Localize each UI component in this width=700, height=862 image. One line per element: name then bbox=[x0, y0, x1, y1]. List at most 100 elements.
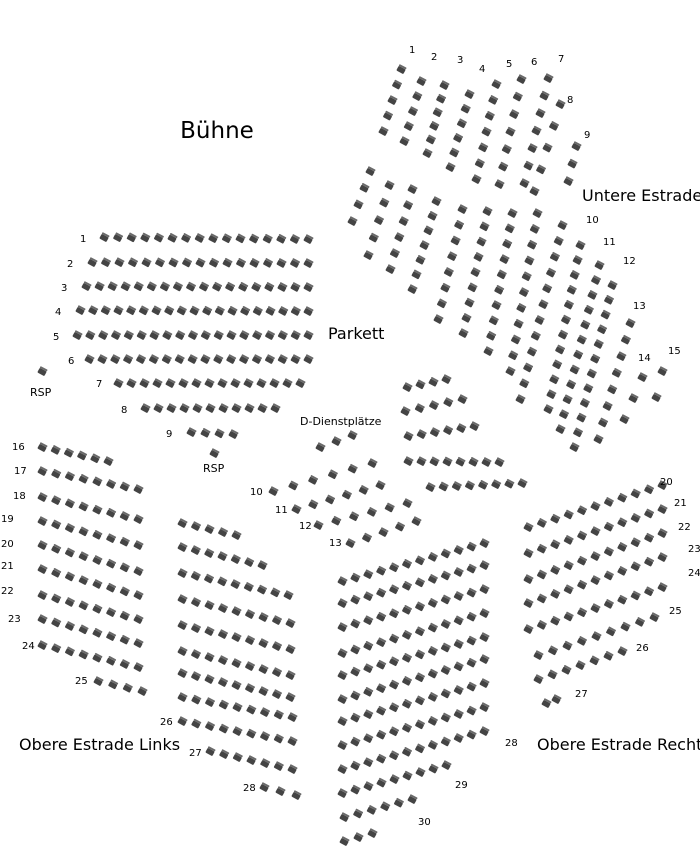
seat[interactable] bbox=[230, 378, 241, 389]
seat[interactable] bbox=[401, 558, 413, 569]
seat[interactable] bbox=[119, 586, 130, 597]
seat[interactable] bbox=[137, 686, 148, 697]
seat[interactable] bbox=[268, 486, 279, 497]
seat[interactable] bbox=[394, 232, 405, 243]
seat[interactable] bbox=[453, 684, 464, 696]
seat[interactable] bbox=[122, 354, 134, 365]
seat[interactable] bbox=[248, 233, 260, 244]
seat[interactable] bbox=[138, 305, 149, 316]
seat[interactable] bbox=[230, 579, 241, 590]
seat[interactable] bbox=[303, 354, 314, 365]
seat[interactable] bbox=[466, 635, 477, 646]
seat[interactable] bbox=[523, 598, 534, 609]
seat[interactable] bbox=[127, 257, 139, 268]
seat[interactable] bbox=[451, 480, 462, 492]
seat[interactable] bbox=[277, 305, 289, 317]
seat[interactable] bbox=[133, 540, 144, 551]
seat[interactable] bbox=[203, 573, 215, 584]
seat[interactable] bbox=[443, 397, 454, 408]
seat[interactable] bbox=[545, 267, 557, 278]
seat[interactable] bbox=[442, 425, 454, 436]
seat[interactable] bbox=[363, 250, 374, 261]
seat[interactable] bbox=[603, 496, 615, 507]
seat[interactable] bbox=[589, 353, 601, 364]
seat[interactable] bbox=[287, 712, 298, 723]
seat[interactable] bbox=[190, 570, 201, 581]
seat[interactable] bbox=[165, 378, 176, 389]
seat[interactable] bbox=[168, 257, 179, 268]
seat[interactable] bbox=[172, 281, 184, 292]
seat[interactable] bbox=[590, 575, 601, 586]
seat[interactable] bbox=[50, 643, 62, 654]
seat[interactable] bbox=[607, 280, 618, 291]
seat[interactable] bbox=[378, 527, 389, 538]
seat[interactable] bbox=[504, 478, 515, 489]
seat[interactable] bbox=[508, 109, 520, 120]
seat[interactable] bbox=[191, 718, 202, 729]
seat[interactable] bbox=[425, 134, 437, 145]
seat[interactable] bbox=[388, 633, 400, 644]
seat[interactable] bbox=[536, 593, 548, 604]
seat[interactable] bbox=[416, 456, 427, 467]
seat[interactable] bbox=[259, 782, 270, 793]
seat[interactable] bbox=[290, 330, 301, 341]
seat[interactable] bbox=[64, 620, 76, 632]
seat[interactable] bbox=[643, 586, 655, 597]
seat[interactable] bbox=[251, 354, 263, 365]
seat[interactable] bbox=[105, 655, 117, 666]
seat[interactable] bbox=[504, 223, 515, 234]
seat[interactable] bbox=[218, 723, 229, 734]
seat[interactable] bbox=[327, 469, 339, 480]
seat[interactable] bbox=[449, 147, 460, 158]
seat[interactable] bbox=[37, 442, 48, 453]
seat[interactable] bbox=[244, 635, 256, 646]
seat[interactable] bbox=[174, 354, 185, 365]
seat[interactable] bbox=[466, 541, 477, 552]
seat[interactable] bbox=[586, 368, 597, 379]
seat[interactable] bbox=[303, 330, 314, 341]
seat[interactable] bbox=[303, 282, 314, 293]
seat[interactable] bbox=[246, 728, 257, 739]
seat[interactable] bbox=[348, 511, 360, 522]
seat[interactable] bbox=[594, 260, 605, 271]
seat[interactable] bbox=[558, 409, 570, 420]
seat[interactable] bbox=[350, 666, 361, 677]
seat[interactable] bbox=[634, 616, 646, 627]
seat[interactable] bbox=[427, 668, 439, 679]
seat[interactable] bbox=[603, 570, 615, 581]
seat[interactable] bbox=[569, 442, 580, 453]
seat[interactable] bbox=[513, 318, 524, 329]
seat[interactable] bbox=[37, 516, 48, 527]
seat[interactable] bbox=[87, 257, 98, 268]
seat[interactable] bbox=[110, 330, 122, 341]
seat[interactable] bbox=[547, 669, 558, 680]
seat[interactable] bbox=[105, 478, 117, 490]
seat[interactable] bbox=[493, 284, 505, 295]
seat[interactable] bbox=[563, 611, 574, 622]
seat[interactable] bbox=[407, 284, 418, 295]
seat[interactable] bbox=[523, 574, 534, 585]
seat[interactable] bbox=[203, 548, 215, 559]
seat[interactable] bbox=[92, 603, 103, 614]
seat[interactable] bbox=[388, 656, 400, 667]
seat[interactable] bbox=[187, 330, 199, 341]
seat[interactable] bbox=[551, 359, 563, 370]
seat[interactable] bbox=[288, 480, 299, 491]
seat[interactable] bbox=[538, 299, 549, 310]
seat[interactable] bbox=[214, 305, 225, 316]
seat[interactable] bbox=[529, 223, 540, 234]
seat[interactable] bbox=[231, 403, 242, 414]
seat[interactable] bbox=[176, 305, 187, 316]
seat[interactable] bbox=[590, 526, 601, 537]
seat[interactable] bbox=[353, 199, 364, 210]
seat[interactable] bbox=[440, 664, 451, 676]
seat[interactable] bbox=[605, 626, 617, 637]
seat[interactable] bbox=[290, 281, 301, 293]
seat[interactable] bbox=[565, 379, 577, 390]
seat[interactable] bbox=[350, 784, 361, 795]
seat[interactable] bbox=[526, 346, 538, 357]
seat[interactable] bbox=[460, 103, 471, 114]
seat[interactable] bbox=[232, 726, 243, 737]
seat[interactable] bbox=[466, 681, 477, 692]
seat[interactable] bbox=[440, 594, 451, 605]
